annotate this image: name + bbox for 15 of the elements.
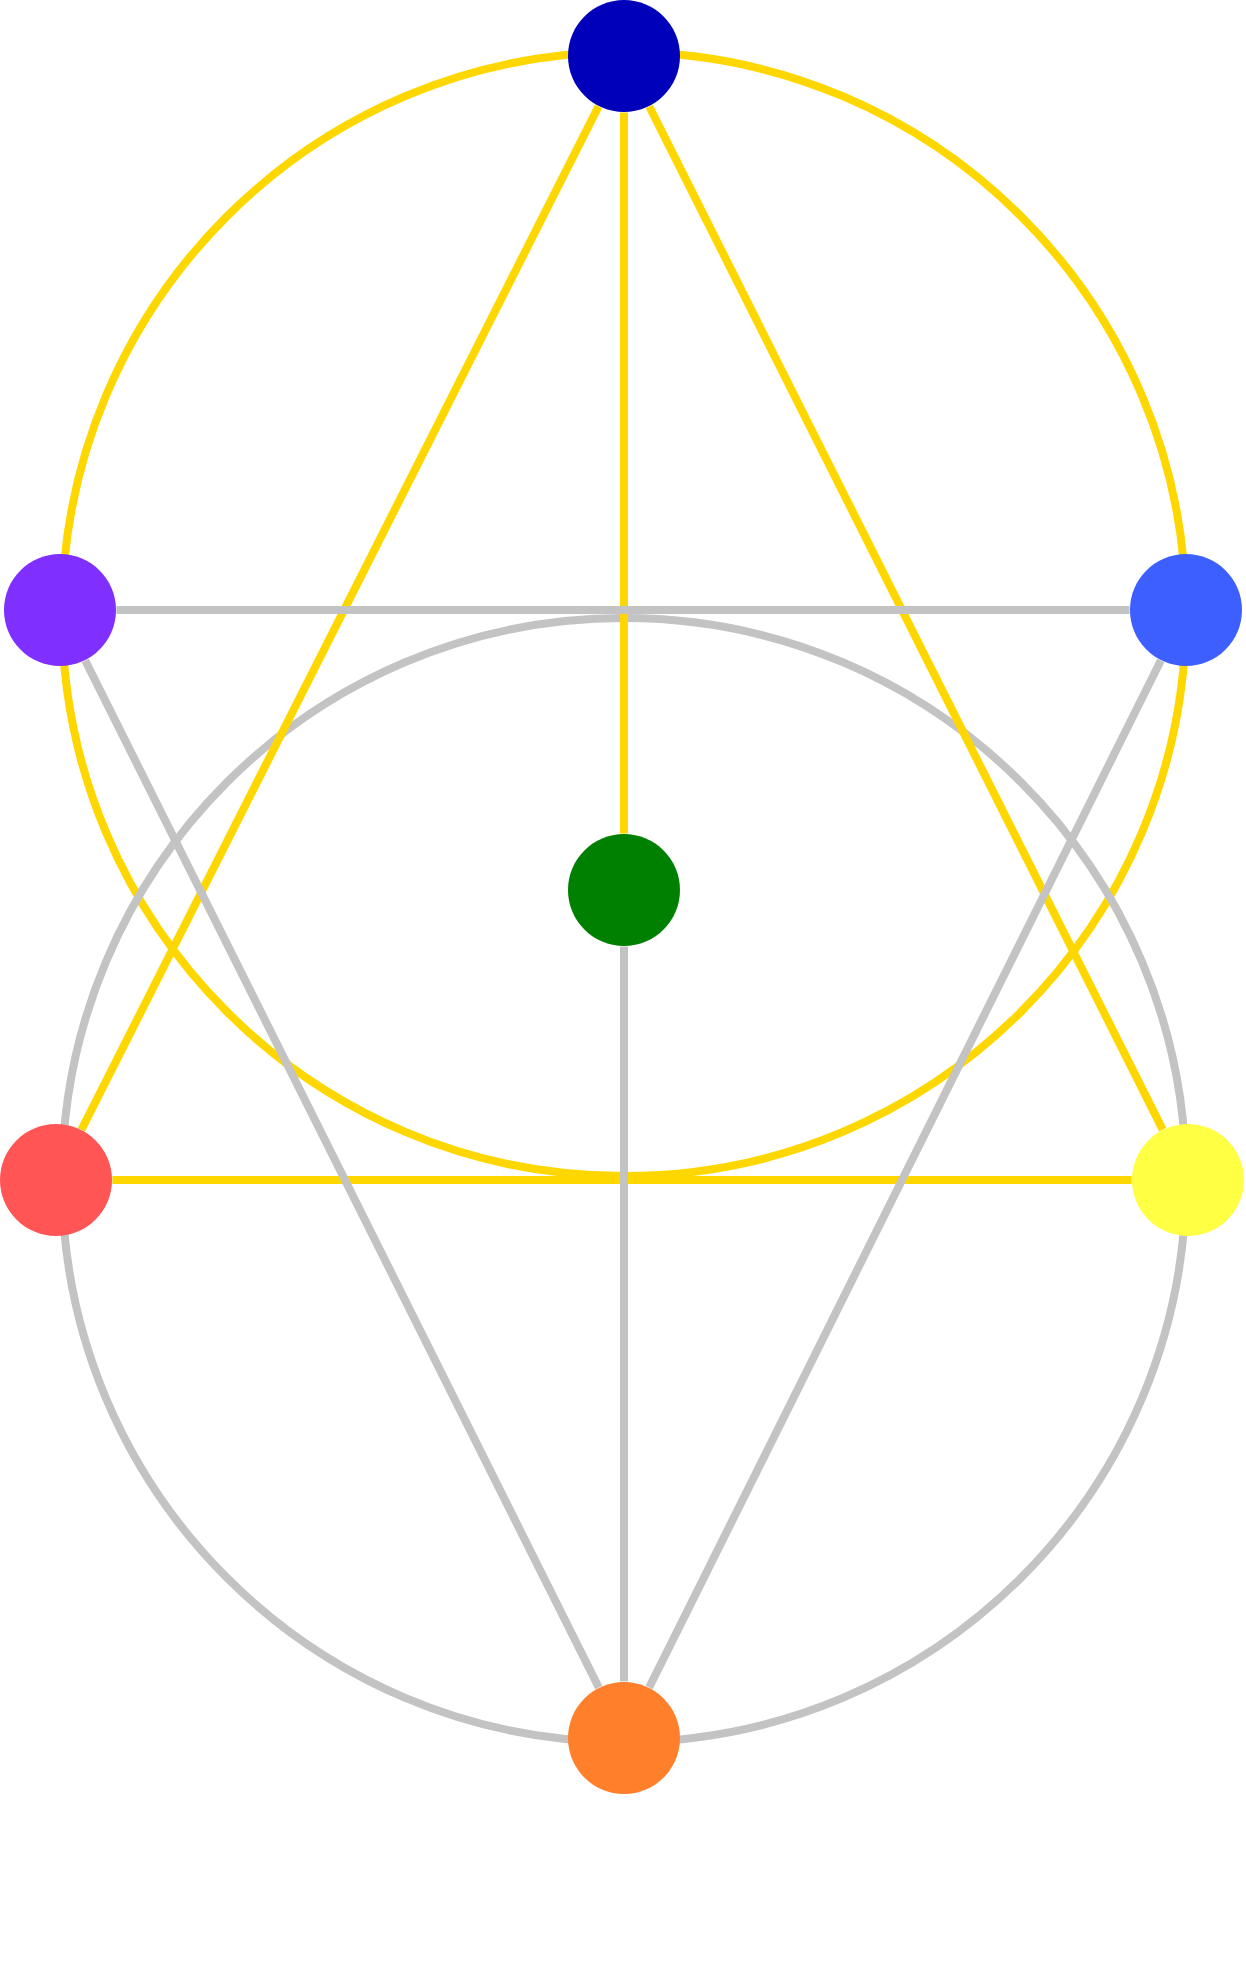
dot <box>1130 554 1242 666</box>
dot <box>0 1124 112 1236</box>
line <box>645 658 1165 1690</box>
dot <box>568 834 680 946</box>
line <box>645 104 1167 1132</box>
line <box>77 104 603 1132</box>
line <box>116 606 1130 614</box>
line <box>620 112 628 834</box>
dot <box>568 0 680 113</box>
dot <box>568 1682 680 1794</box>
line <box>620 946 628 1682</box>
line <box>81 658 603 1690</box>
dot <box>4 554 116 666</box>
dot <box>1132 1124 1244 1236</box>
line <box>112 1176 1132 1184</box>
